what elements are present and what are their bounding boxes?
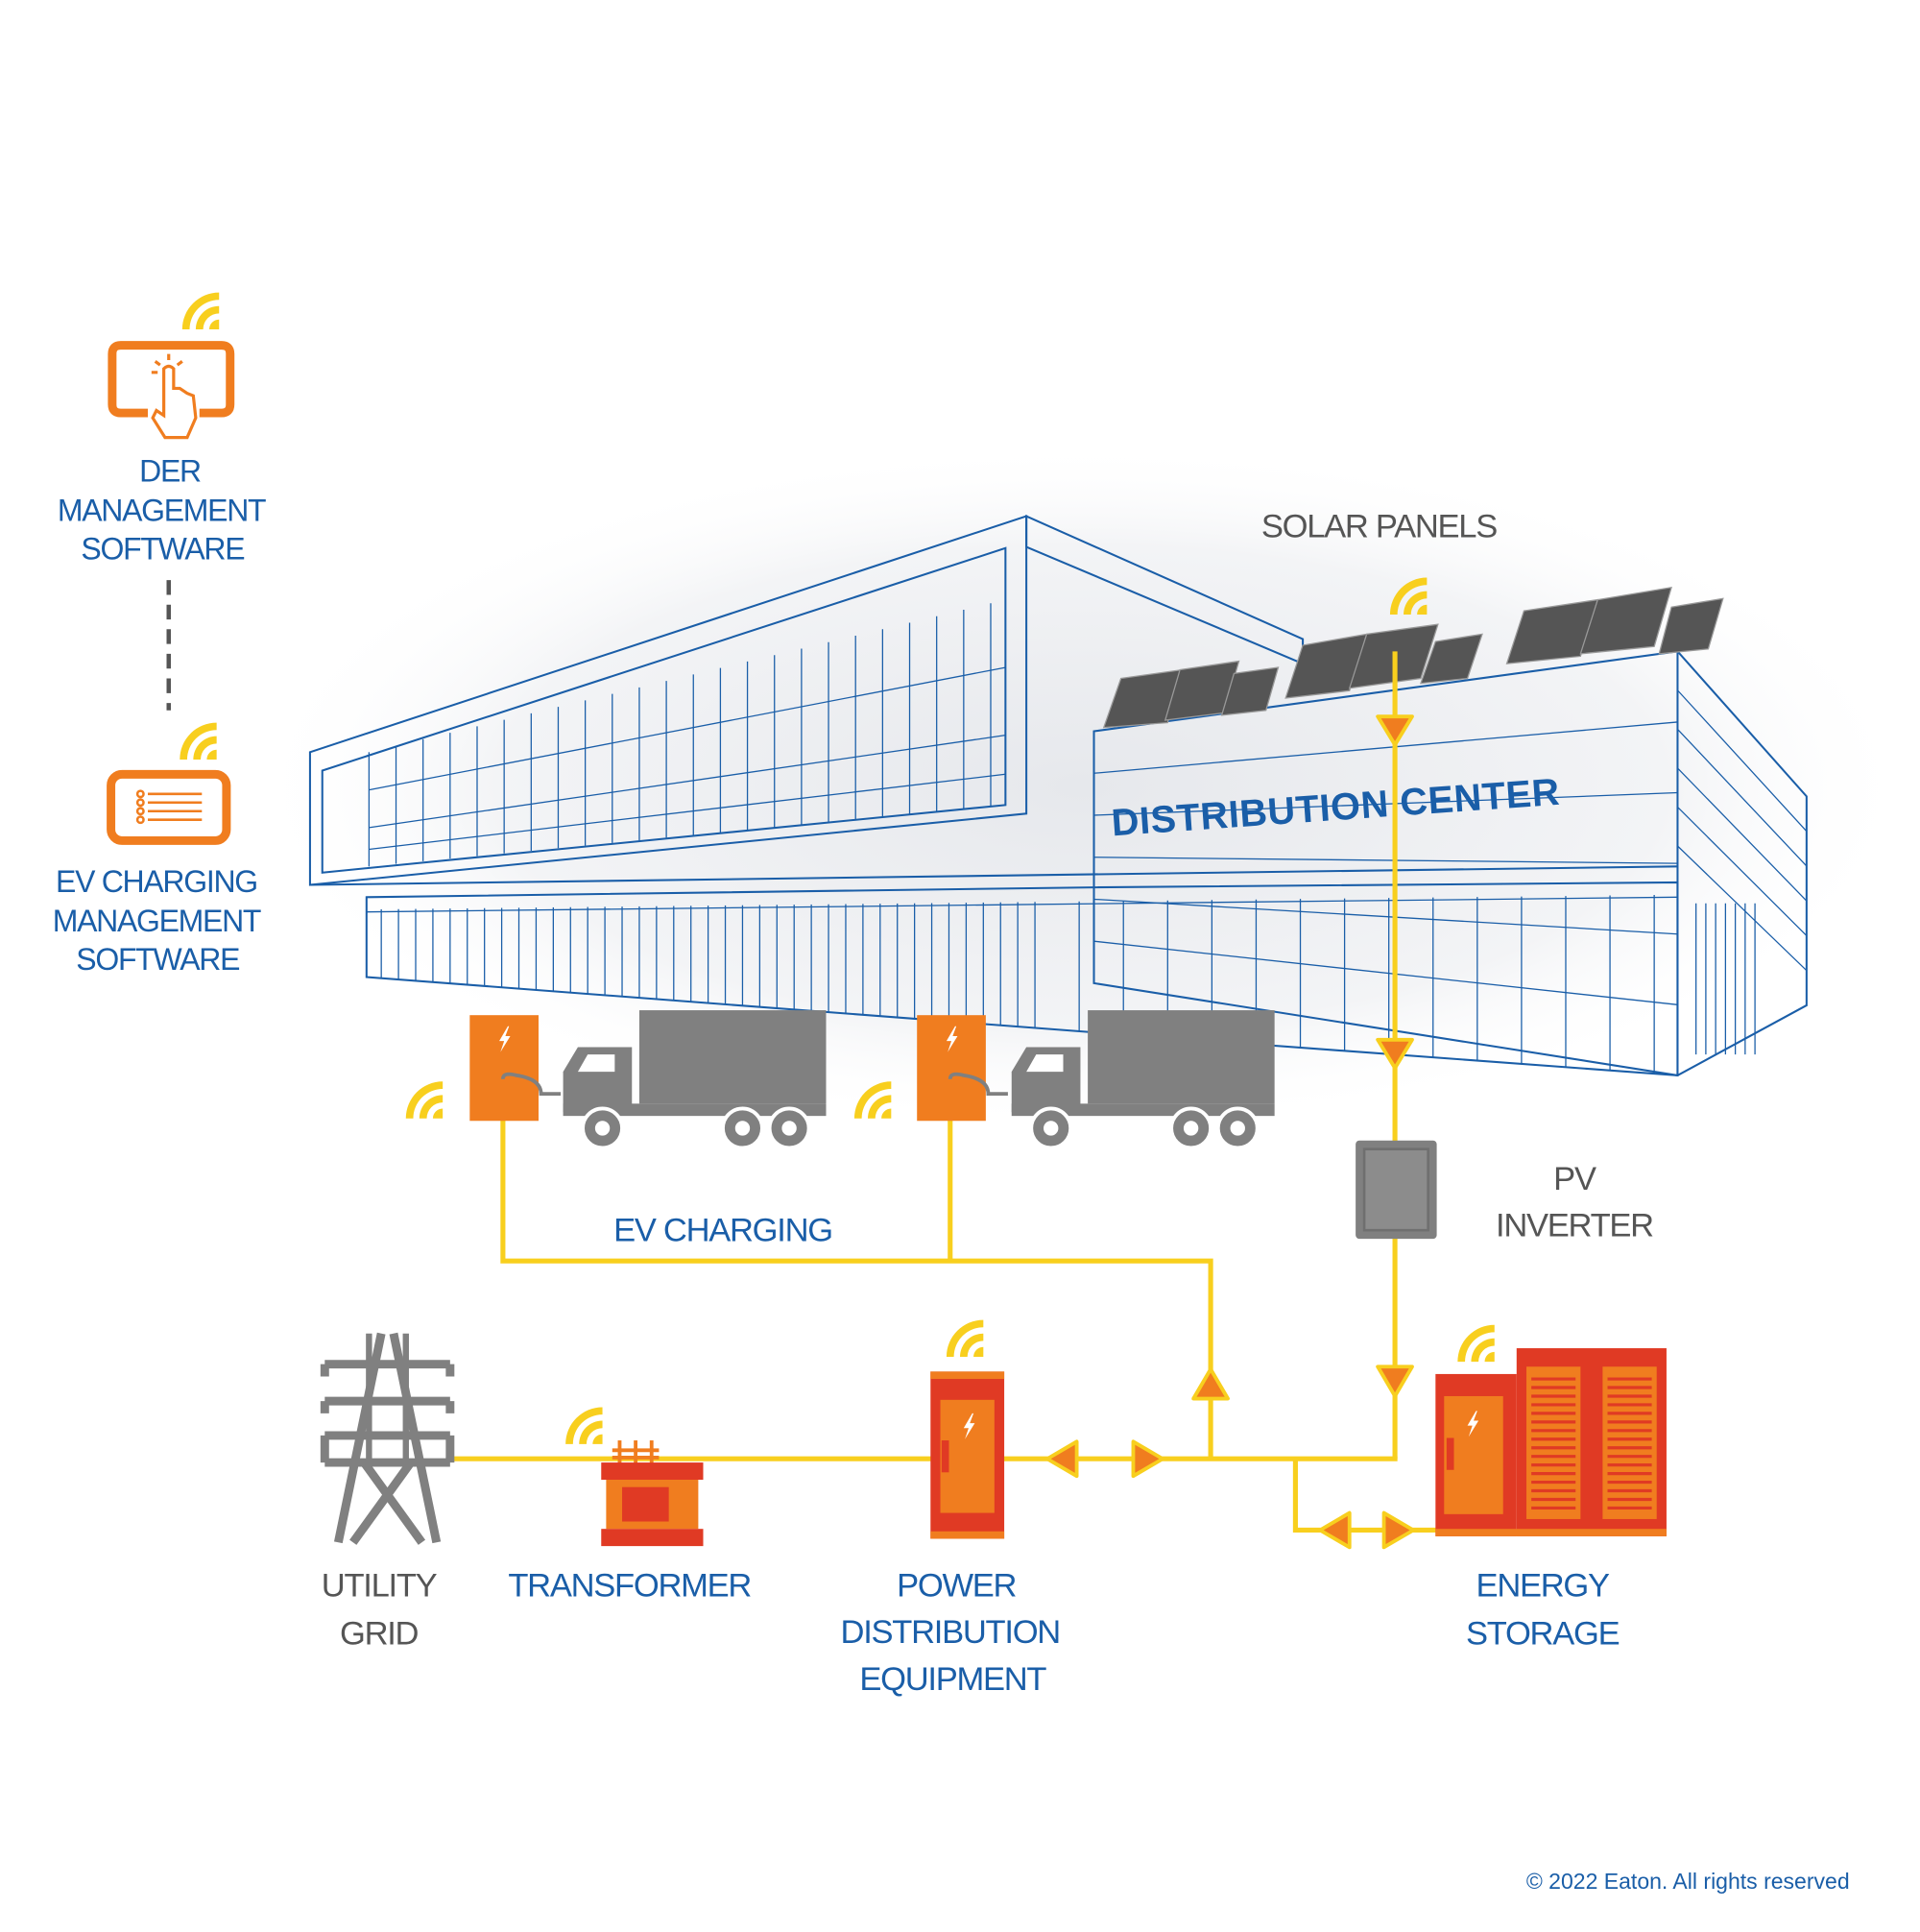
- energy-storage-label-line1: ENERGY: [1476, 1568, 1610, 1605]
- ev-software-label-line3: SOFTWARE: [76, 942, 239, 977]
- window-transom: [369, 773, 1006, 851]
- ev-software-label-line1: EV CHARGING: [56, 864, 257, 899]
- copyright-notice: © 2022 Eaton. All rights reserved: [1526, 1869, 1850, 1894]
- wifi-signal-icon: [181, 292, 220, 330]
- pv-inverter: [1356, 1140, 1437, 1240]
- facade-line: [1093, 898, 1678, 935]
- pv-inverter-label-line2: INVERTER: [1496, 1208, 1653, 1244]
- arrow-left-icon: [1318, 1510, 1352, 1550]
- transmission-tower-icon: [320, 1332, 455, 1545]
- facade-line: [1676, 689, 1808, 833]
- energy-storage: [1435, 1324, 1667, 1536]
- arrow-down-icon: [1376, 1037, 1414, 1071]
- storefront-transom: [366, 896, 1678, 913]
- facade-line: [1093, 857, 1678, 864]
- ev-charging-management-software: EV CHARGING MANAGEMENT SOFTWARE: [53, 722, 262, 977]
- energy-storage-label-line2: STORAGE: [1466, 1616, 1620, 1653]
- facade-line: [1677, 807, 1808, 936]
- facade-line: [1676, 728, 1808, 867]
- building-backdrop-glow: [246, 442, 1918, 1131]
- arrow-right-icon: [1381, 1510, 1416, 1550]
- pv-inverter-label-line1: PV: [1553, 1161, 1596, 1197]
- wifi-signal-icon: [405, 1081, 444, 1119]
- wifi-signal-icon: [1457, 1324, 1495, 1363]
- der-management-software: DER MANAGEMENT SOFTWARE: [58, 292, 267, 566]
- facade-line: [1677, 767, 1808, 902]
- electric-truck-icon: [563, 1010, 827, 1150]
- arrow-left-icon: [1044, 1439, 1079, 1479]
- wifi-signal-icon: [180, 722, 217, 760]
- solar-panels-label: SOLAR PANELS: [1261, 508, 1497, 544]
- facade-line: [1093, 940, 1678, 1005]
- solar-panel-array: [1102, 586, 1724, 729]
- window-transom: [369, 666, 1006, 791]
- arrow-right-icon: [1131, 1439, 1165, 1479]
- ev-charging-label: EV CHARGING: [613, 1213, 832, 1249]
- der-software-label-line3: SOFTWARE: [81, 531, 244, 566]
- transformer: [565, 1407, 704, 1547]
- window-transom: [369, 735, 1006, 829]
- power-distribution-equipment: [930, 1319, 1005, 1539]
- der-software-label-line1: DER: [139, 454, 201, 489]
- power-distribution-label-line3: EQUIPMENT: [859, 1661, 1046, 1698]
- arrow-down-icon: [1376, 1364, 1414, 1398]
- power-flow-arrows: [1044, 714, 1416, 1550]
- power-distribution-label-line2: DISTRIBUTION: [841, 1614, 1060, 1651]
- wifi-signal-icon: [565, 1407, 603, 1444]
- ev-charger-1: [405, 1015, 562, 1122]
- arrow-up-icon: [1191, 1366, 1230, 1401]
- arrow-down-icon: [1376, 714, 1414, 747]
- facade-line: [1093, 721, 1678, 774]
- touch-screen-icon: [108, 341, 235, 440]
- power-distribution-label-line1: POWER: [897, 1568, 1016, 1605]
- facade-line: [1093, 791, 1678, 816]
- ev-charger-2: [853, 1015, 1008, 1122]
- ev-software-label-line2: MANAGEMENT: [53, 904, 261, 938]
- transformer-label: TRANSFORMER: [508, 1568, 751, 1605]
- utility-grid-label-line2: GRID: [340, 1616, 419, 1653]
- electric-truck-icon: [1011, 1010, 1275, 1150]
- power-lines: [448, 651, 1438, 1534]
- utility-grid-label-line1: UTILITY: [322, 1568, 438, 1605]
- facade-line: [1677, 845, 1808, 972]
- list-screen-icon: [107, 769, 231, 845]
- wifi-signal-icon: [946, 1319, 984, 1358]
- der-software-label-line2: MANAGEMENT: [58, 494, 266, 528]
